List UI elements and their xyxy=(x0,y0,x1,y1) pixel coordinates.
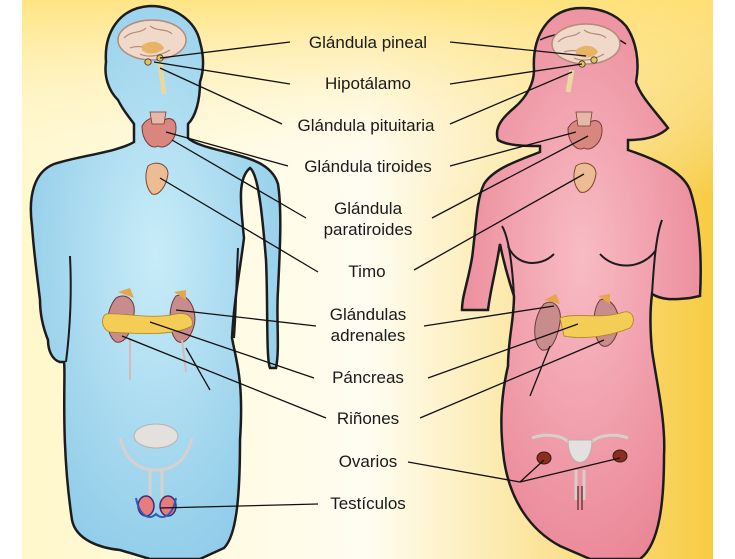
label-parathyroid-line2: paratiroides xyxy=(323,220,413,239)
label-pituitary-gland: Glándula pituitaria xyxy=(297,116,435,135)
label-pineal-gland: Glándula pineal xyxy=(308,33,428,52)
female-body xyxy=(460,6,702,559)
label-adrenal-line1: Glándulas xyxy=(329,305,407,324)
label-pancreas: Páncreas xyxy=(332,368,404,387)
label-parathyroid-line1: Glándula xyxy=(333,199,403,218)
label-thymus: Timo xyxy=(348,262,386,281)
male-body xyxy=(29,4,282,559)
label-hypothalamus: Hipotálamo xyxy=(325,74,411,93)
label-kidneys: Riñones xyxy=(336,409,400,428)
leader-lines-male xyxy=(121,41,327,509)
label-thyroid-gland: Glándula tiroides xyxy=(304,157,432,176)
leader-lines-female xyxy=(407,41,621,483)
label-testicles: Testículos xyxy=(330,494,406,513)
label-ovaries: Ovarios xyxy=(338,452,398,471)
label-adrenal-line2: adrenales xyxy=(330,326,406,345)
